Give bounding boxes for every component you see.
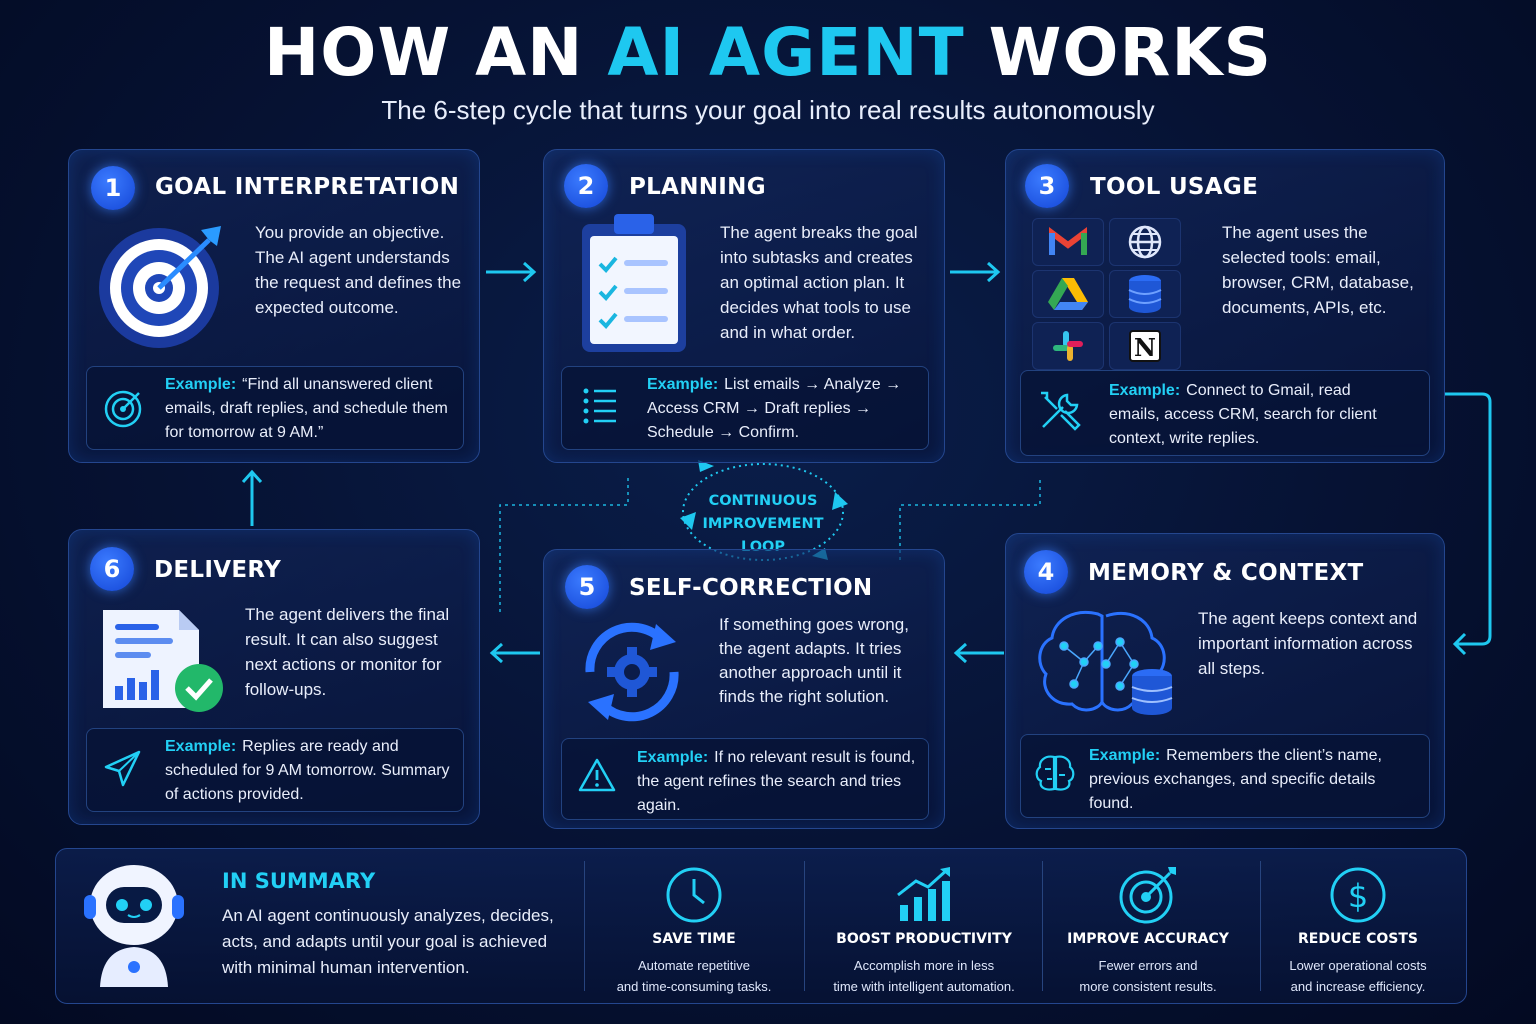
step-description: If something goes wrong, the agent adapt… — [719, 615, 909, 706]
step-title: PLANNING — [629, 174, 766, 200]
divider — [804, 861, 805, 991]
summary-text: An AI agent continuously analyzes, decid… — [222, 906, 554, 977]
divider — [1260, 861, 1261, 991]
page-subtitle: The 6-step cycle that turns your goal in… — [381, 95, 1155, 125]
example-label: Example: — [1109, 382, 1181, 399]
refresh-gear-icon — [585, 622, 679, 722]
step-number-badge: 2 — [564, 164, 608, 208]
benefit-line: Lower operational costs — [1289, 958, 1427, 973]
browser-icon — [1109, 218, 1181, 266]
growth-chart-icon — [897, 867, 950, 921]
robot-avatar — [84, 865, 184, 987]
benefit-line: Automate repetitive — [637, 958, 750, 973]
database-icon — [1109, 270, 1181, 318]
target-icon — [1119, 867, 1176, 924]
benefit-line: Fewer errors and — [1098, 958, 1198, 973]
step-description: The agent keeps context and important in… — [1198, 609, 1418, 678]
divider — [584, 861, 585, 991]
report-check-icon — [103, 610, 223, 712]
dollar-icon: $ — [1330, 867, 1386, 923]
step-card-memory-context: 4 MEMORY & CONTEXT The agent keeps conte… — [1005, 533, 1445, 829]
clipboard-checklist-icon — [582, 214, 686, 352]
step-description: The agent uses the selected tools: email… — [1222, 223, 1414, 317]
target-icon — [99, 226, 221, 348]
benefit-line: and increase efficiency. — [1290, 979, 1426, 994]
example-box: Example:If no relevant result is found, … — [561, 738, 929, 820]
step-description: The agent delivers the final result. It … — [245, 605, 450, 699]
benefit-line: Accomplish more in less — [853, 958, 995, 973]
gmail-icon — [1032, 218, 1104, 266]
notion-icon: N — [1109, 322, 1181, 370]
step-number-badge: 5 — [565, 565, 609, 609]
example-label: Example: — [1089, 747, 1161, 764]
benefit-reduce-costs: $ REDUCE COSTS Lower operational costs an… — [1262, 849, 1454, 1003]
benefit-title: IMPROVE ACCURACY — [1067, 931, 1229, 947]
brain-network-icon — [1038, 611, 1173, 715]
warning-icon — [578, 758, 616, 792]
step-card-self-correction: 5 SELF-CORRECTION If something goes wron… — [543, 549, 945, 829]
slack-icon — [1032, 322, 1104, 370]
page-title: HOW AN AI AGENT WORKS — [263, 14, 1273, 91]
example-label: Example: — [647, 376, 719, 393]
step-title: TOOL USAGE — [1090, 174, 1259, 200]
paper-plane-icon — [104, 750, 141, 787]
benefit-title: BOOST PRODUCTIVITY — [836, 931, 1012, 947]
example-box: Example:Replies are ready and scheduled … — [86, 728, 464, 812]
svg-text:N: N — [1134, 333, 1156, 362]
example-text: If no relevant result is found, the agen… — [637, 749, 916, 814]
benefit-title: REDUCE COSTS — [1298, 931, 1418, 947]
step-card-delivery: 6 DELIVERY The agent delivers the final … — [68, 529, 480, 825]
benefit-title: SAVE TIME — [652, 931, 736, 947]
arrow-2-to-3 — [950, 261, 1001, 283]
example-label: Example: — [637, 749, 709, 766]
google-drive-icon — [1032, 270, 1104, 318]
example-text: Replies are ready and scheduled for 9 AM… — [165, 738, 450, 803]
step-description: You provide an objective. The AI agent u… — [255, 223, 462, 317]
benefit-line: and time-consuming tasks. — [616, 979, 772, 994]
summary-panel: IN SUMMARY An AI agent continuously anal… — [55, 848, 1467, 1004]
step-number-badge: 3 — [1025, 164, 1069, 208]
arrow-1-to-2 — [486, 261, 537, 283]
step-title: MEMORY & CONTEXT — [1088, 560, 1364, 586]
step-number-badge: 4 — [1024, 550, 1068, 594]
benefit-save-time: SAVE TIME Automate repetitive and time-co… — [596, 849, 792, 1003]
step-card-goal-interpretation: 1 GOAL INTERPRETATION You provide an obj… — [68, 149, 480, 463]
wrench-screwdriver-icon — [1041, 391, 1081, 431]
summary-title: IN SUMMARY — [222, 869, 376, 893]
benefit-line: more consistent results. — [1079, 979, 1217, 994]
benefit-improve-accuracy: IMPROVE ACCURACY Fewer errors and more co… — [1048, 849, 1248, 1003]
example-text: Remembers the client’s name, previous ex… — [1089, 747, 1382, 812]
clock-icon — [666, 867, 722, 923]
example-box: Example:List emails → Analyze → Access C… — [561, 366, 929, 450]
arrow-4-to-5 — [953, 642, 1004, 664]
arrow-6-to-1 — [241, 469, 263, 526]
brain-outline-icon — [1035, 755, 1075, 791]
step-card-tool-usage: 3 TOOL USAGE N The agent uses the select… — [1005, 149, 1445, 463]
step-number-badge: 1 — [91, 166, 135, 210]
step-title: SELF-CORRECTION — [629, 575, 873, 601]
example-box: Example:Remembers the client’s name, pre… — [1020, 734, 1430, 818]
list-icon — [583, 388, 616, 424]
target-outline-icon — [104, 390, 142, 428]
divider — [1042, 861, 1043, 991]
example-text: “Find all unanswered client emails, draf… — [165, 376, 448, 441]
example-box: Example:“Find all unanswered client emai… — [86, 366, 464, 450]
example-text: List emails → Analyze → Access CRM → Dra… — [647, 376, 902, 441]
step-number-badge: 6 — [90, 547, 134, 591]
example-label: Example: — [165, 376, 237, 393]
example-label: Example: — [165, 738, 237, 755]
example-text: Connect to Gmail, read emails, access CR… — [1109, 382, 1377, 447]
svg-text:$: $ — [1348, 877, 1368, 915]
benefit-boost-productivity: BOOST PRODUCTIVITY Accomplish more in le… — [808, 849, 1040, 1003]
step-title: GOAL INTERPRETATION — [155, 174, 460, 200]
step-title: DELIVERY — [154, 557, 282, 583]
arrow-5-to-6 — [489, 642, 540, 664]
step-card-planning: 2 PLANNING The agent breaks the goal int… — [543, 149, 945, 463]
example-box: Example:Connect to Gmail, read emails, a… — [1020, 370, 1430, 456]
step-description: The agent breaks the goal into subtasks … — [720, 223, 918, 342]
benefit-line: time with intelligent automation. — [833, 979, 1015, 994]
